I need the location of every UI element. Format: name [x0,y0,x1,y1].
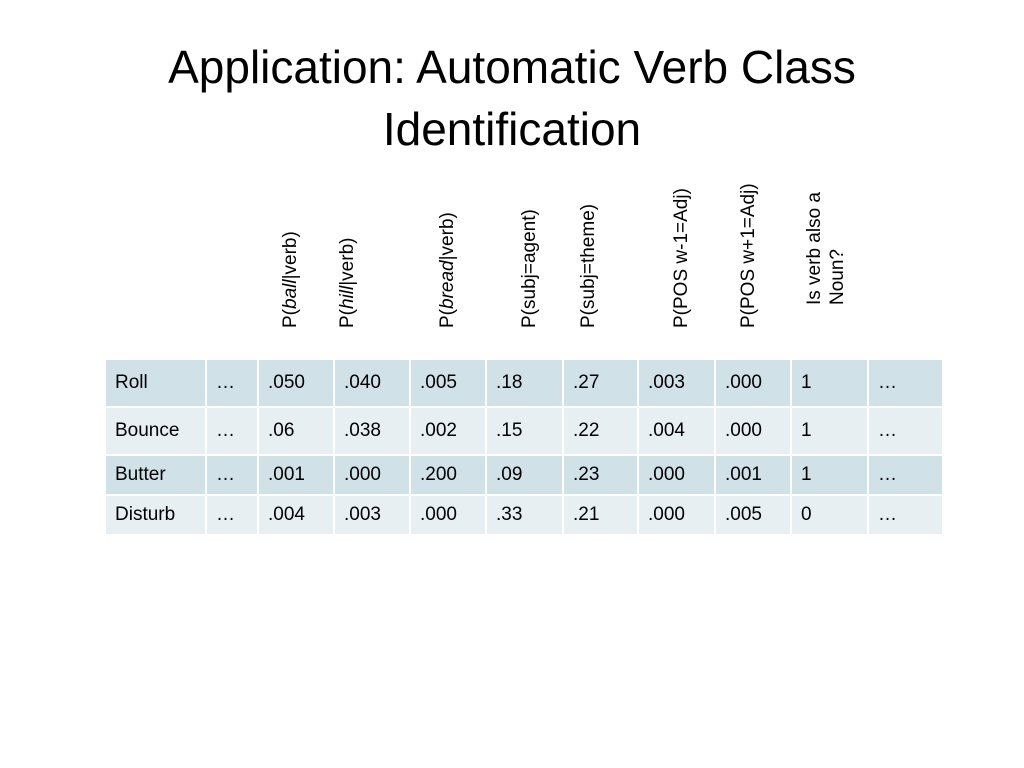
column-header-is-noun-line-1: Is verb also a [804,192,825,305]
table-cell: .000 [637,454,716,496]
table-cell: 0 [790,494,869,536]
slide-title: Application: Automatic Verb Class Identi… [60,36,964,160]
table-row: Bounce … .06 .038 .002 .15 .22 .004 .000… [104,406,944,456]
table-cell: .18 [485,358,564,408]
table-cell: .000 [409,494,487,536]
title-line-2: Identification [382,103,642,155]
verb-cell: Bounce [104,406,207,456]
verb-cell: Butter [104,454,207,496]
table-cell: .27 [562,358,639,408]
verb-cell: Roll [104,358,207,408]
table-cell: .001 [714,454,792,496]
table-cell: .06 [257,406,335,456]
table-cell: … [205,358,259,408]
table-cell: .23 [562,454,639,496]
table-cell: .22 [562,406,639,456]
table-cell: .002 [409,406,487,456]
table-cell: .000 [714,406,792,456]
table-cell: .000 [714,358,792,408]
table-cell: … [205,494,259,536]
table-row: Disturb … .004 .003 .000 .33 .21 .000 .0… [104,494,944,536]
table-cell: .001 [257,454,335,496]
table-row: Roll … .050 .040 .005 .18 .27 .003 .000 … [104,358,944,408]
verb-cell: Disturb [104,494,207,536]
table-cell: .15 [485,406,564,456]
verb-feature-table: Roll … .050 .040 .005 .18 .27 .003 .000 … [104,358,944,536]
table-cell: .003 [637,358,716,408]
table-cell: .050 [257,358,335,408]
table-cell: .003 [333,494,411,536]
table-cell: .004 [637,406,716,456]
table-cell: .000 [333,454,411,496]
table-row: Butter … .001 .000 .200 .09 .23 .000 .00… [104,454,944,496]
table-cell: … [867,494,944,536]
table-cell: .040 [333,358,411,408]
table-cell: .005 [409,358,487,408]
title-line-1: Application: Automatic Verb Class [168,41,856,93]
table-cell: .09 [485,454,564,496]
table-cell: .000 [637,494,716,536]
table-cell: .005 [714,494,792,536]
table-cell: .21 [562,494,639,536]
table-cell: … [205,406,259,456]
table-cell: … [867,358,944,408]
table-cell: .33 [485,494,564,536]
table-cell: 1 [790,358,869,408]
table-cell: … [867,454,944,496]
table-cell: 1 [790,454,869,496]
column-header-is-noun-line-2: Noun? [827,249,848,305]
table-cell: .004 [257,494,335,536]
table-cell: .200 [409,454,487,496]
table-cell: … [867,406,944,456]
table-cell: .038 [333,406,411,456]
table-cell: 1 [790,406,869,456]
table-cell: … [205,454,259,496]
